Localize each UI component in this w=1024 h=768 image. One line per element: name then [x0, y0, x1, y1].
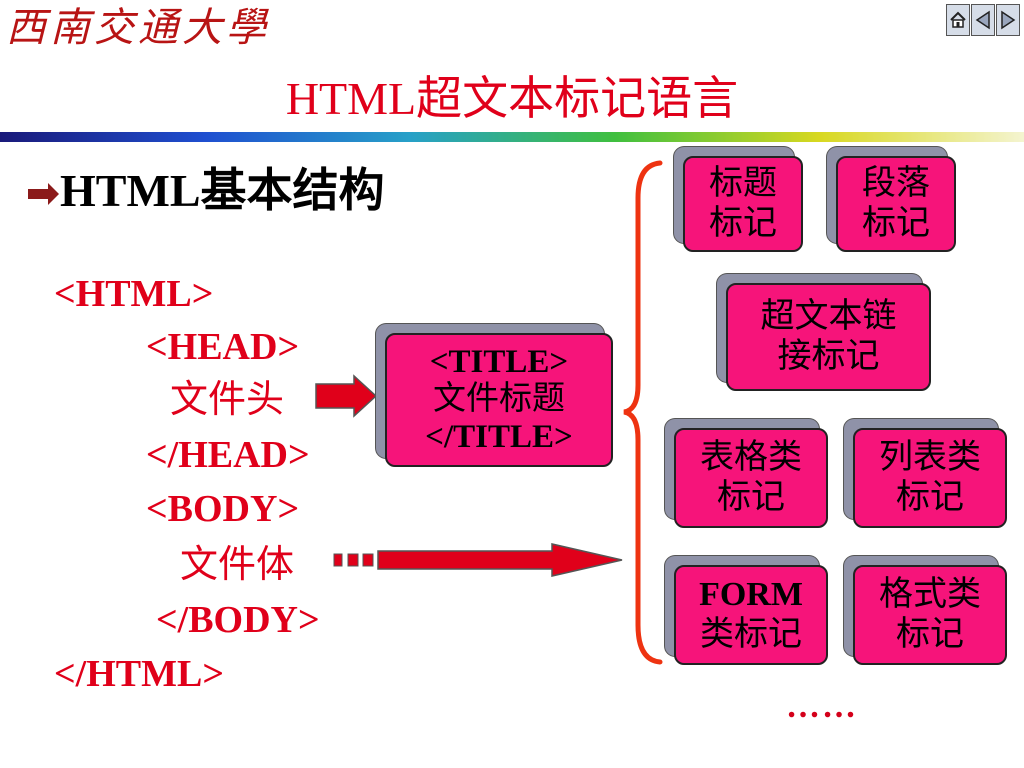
bullet-heading: HTML基本结构 [26, 168, 385, 214]
code-body-content: 文件体 [180, 544, 295, 586]
paragraph-tag-box: 段落 标记 [836, 156, 956, 252]
code-head-close: </HEAD> [146, 434, 310, 476]
title-box-line-3: </TITLE> [425, 418, 573, 455]
title-tag-box: <TITLE> 文件标题 </TITLE> [385, 333, 613, 467]
home-button[interactable] [946, 4, 970, 36]
bullet-text: HTML基本结构 [60, 165, 385, 216]
form-box-line-2: 类标记 [699, 616, 802, 653]
home-icon [950, 11, 966, 28]
format-box-line-2: 标记 [896, 616, 964, 653]
format-box-line-1: 格式类 [879, 575, 981, 613]
next-icon [1001, 10, 1016, 30]
body-arrow [333, 543, 623, 577]
prev-icon [975, 10, 990, 30]
format-tag-box: 格式类 标记 [853, 565, 1007, 665]
code-head-open: <HEAD> [146, 326, 300, 368]
title-box-line-1: <TITLE> [429, 344, 569, 381]
code-body-close: </BODY> [156, 599, 320, 641]
form-tag-box: FORM 类标记 [674, 565, 828, 665]
next-slide-button[interactable] [996, 4, 1020, 36]
heading-box-line-1: 标题 [709, 164, 777, 202]
heading-box-line-2: 标记 [709, 205, 777, 242]
title-box-line-2: 文件标题 [432, 381, 565, 418]
curly-brace [623, 160, 663, 665]
previous-slide-button[interactable] [971, 4, 995, 36]
gradient-divider [0, 132, 1024, 142]
form-box-line-1: FORM [699, 575, 803, 613]
hyperlink-box-line-2: 接标记 [777, 338, 880, 375]
slide-title: HTML超文本标记语言 [285, 73, 739, 124]
heading-tag-box: 标题 标记 [683, 156, 803, 252]
code-head-content: 文件头 [170, 379, 285, 421]
table-box-line-2: 标记 [717, 479, 785, 516]
table-box-line-1: 表格类 [700, 438, 802, 476]
paragraph-box-line-2: 标记 [862, 205, 930, 242]
list-box-line-1: 列表类 [879, 438, 981, 476]
table-tag-box: 表格类 标记 [674, 428, 828, 528]
paragraph-box-line-1: 段落 [862, 164, 930, 202]
hyperlink-tag-box: 超文本链 接标记 [726, 283, 931, 391]
university-logo: 西南交通大學 [6, 5, 270, 51]
slide-navigation [946, 4, 1020, 36]
list-tag-box: 列表类 标记 [853, 428, 1007, 528]
list-box-line-2: 标记 [896, 479, 964, 516]
code-body-open: <BODY> [146, 488, 300, 530]
head-arrow [315, 374, 378, 418]
hyperlink-box-line-1: 超文本链 [760, 297, 897, 335]
code-html-open: <HTML> [54, 273, 214, 315]
ellipsis-more: …… [786, 688, 858, 725]
bullet-arrow-icon [28, 183, 59, 205]
code-html-close: </HTML> [54, 653, 224, 695]
